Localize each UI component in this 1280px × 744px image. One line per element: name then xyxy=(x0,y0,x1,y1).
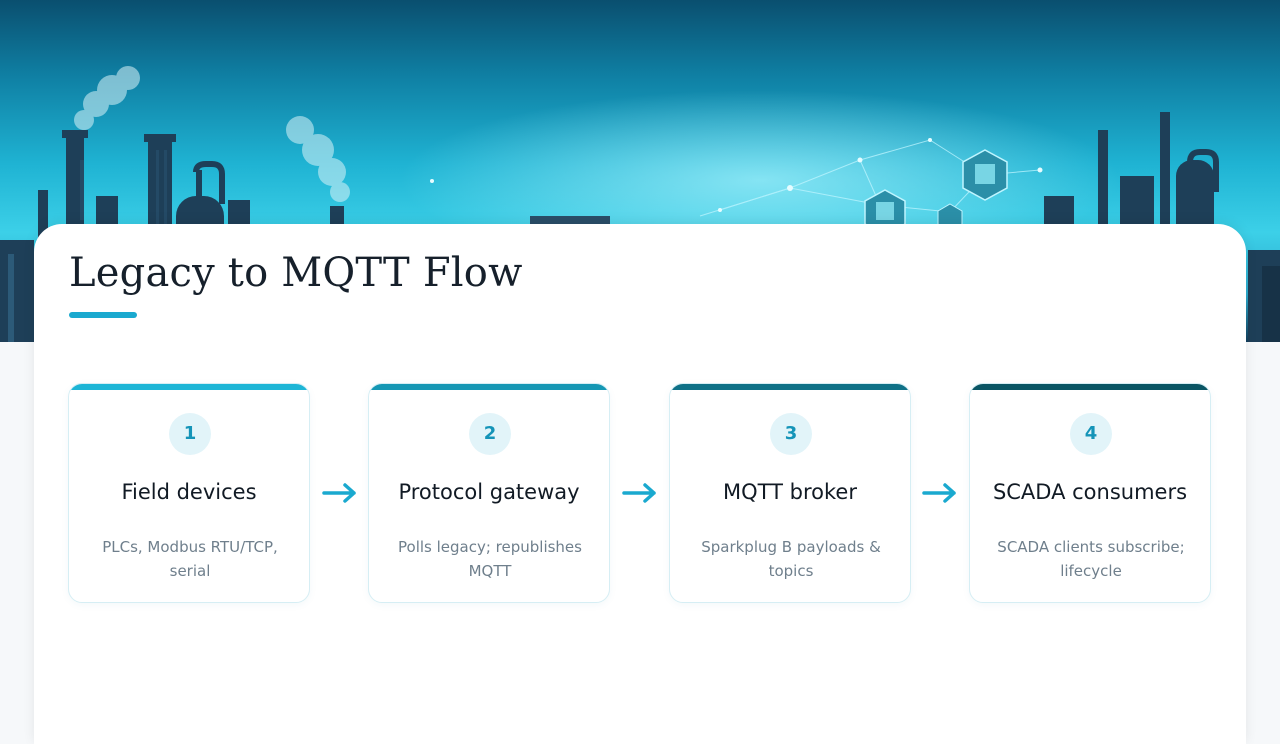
step-accent-bar xyxy=(69,384,309,390)
title-underline xyxy=(69,312,137,318)
flow-step-mqtt-broker: 3 MQTT broker Sparkplug B payloads & top… xyxy=(669,383,911,603)
step-number: 3 xyxy=(770,413,812,455)
step-accent-bar xyxy=(670,384,910,390)
flow-step-field-devices: 1 Field devices PLCs, Modbus RTU/TCP, se… xyxy=(68,383,310,603)
step-accent-bar xyxy=(970,384,1210,390)
step-number: 2 xyxy=(469,413,511,455)
step-description: Sparkplug B payloads & topics xyxy=(701,538,881,580)
slide-title: Legacy to MQTT Flow xyxy=(69,250,523,296)
step-description: SCADA clients subscribe; lifecycle xyxy=(997,538,1185,580)
network-node-icon xyxy=(962,149,1008,201)
step-accent-bar xyxy=(369,384,609,390)
step-title: Protocol gateway xyxy=(398,480,580,504)
step-title: SCADA consumers xyxy=(992,480,1188,504)
flow-step-protocol-gateway: 2 Protocol gateway Polls legacy; republi… xyxy=(368,383,610,603)
arrow-right-icon xyxy=(622,483,656,503)
step-title: MQTT broker xyxy=(723,480,857,504)
content-card: Legacy to MQTT Flow 1 Field devices PLCs… xyxy=(34,224,1246,744)
step-number: 4 xyxy=(1070,413,1112,455)
step-description: PLCs, Modbus RTU/TCP, serial xyxy=(102,538,278,580)
step-title: Field devices xyxy=(121,480,257,504)
arrow-right-icon xyxy=(922,483,956,503)
step-description: Polls legacy; republishes MQTT xyxy=(398,538,582,580)
step-number: 1 xyxy=(169,413,211,455)
arrow-right-icon xyxy=(322,483,356,503)
flow-step-scada-consumers: 4 SCADA consumers SCADA clients subscrib… xyxy=(969,383,1211,603)
